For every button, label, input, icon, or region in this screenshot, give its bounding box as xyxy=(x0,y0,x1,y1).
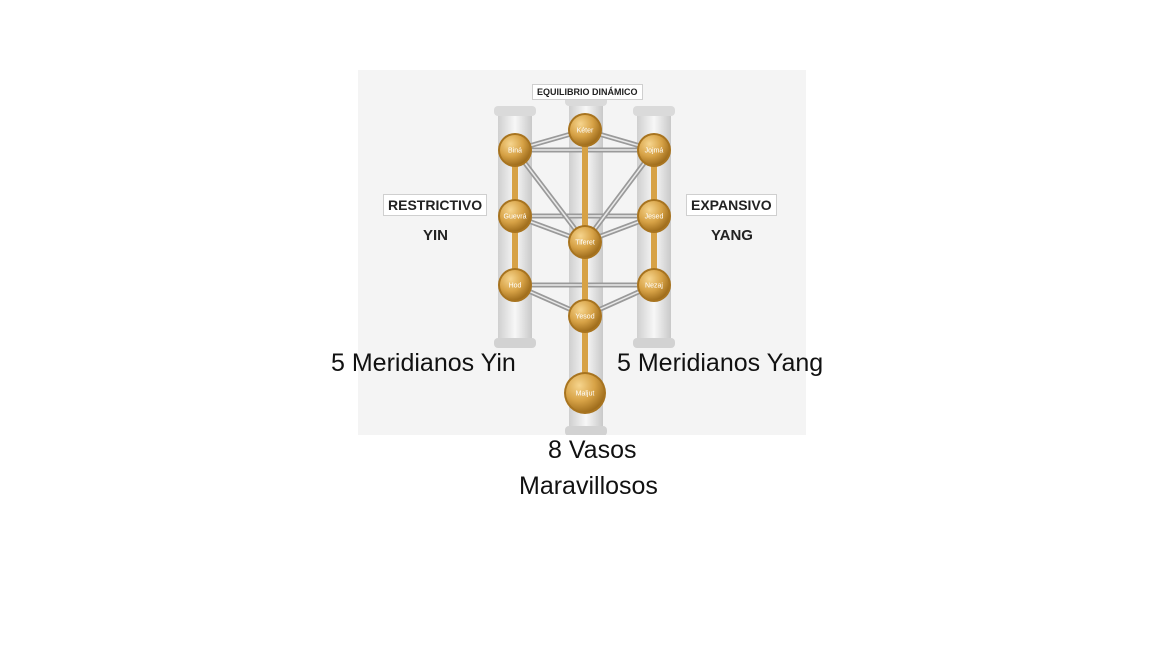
sefira-netzaj-sphere xyxy=(639,270,669,300)
sefira-hod-label: Hod xyxy=(509,283,522,290)
sefira-jesed-label: Jesed xyxy=(645,214,664,221)
sefira-hod: Hod xyxy=(498,268,532,302)
sefira-jesed-sphere xyxy=(639,201,669,231)
sefira-jesed: Jesed xyxy=(637,199,671,233)
sefira-keter: Kéter xyxy=(568,113,602,147)
sefira-guevura-sphere xyxy=(500,201,530,231)
sefira-bina-label: Biná xyxy=(508,148,522,155)
expansivo-label: EXPANSIVO xyxy=(686,194,777,216)
vessels-caption-line2: Maravillosos xyxy=(519,472,658,500)
sefira-guevura-label: Guevrá xyxy=(504,214,527,221)
sefira-jojma: Jojmá xyxy=(637,133,671,167)
yin-label: YIN xyxy=(423,227,449,244)
sefira-yesod-sphere xyxy=(570,301,600,331)
sefira-keter-sphere xyxy=(570,115,600,145)
sefira-netzaj-label: Nezaj xyxy=(645,283,663,290)
equilibrio-label: EQUILIBRIO DINÁMICO xyxy=(532,84,643,100)
restrictivo-label: RESTRICTIVO xyxy=(383,194,488,216)
right-pillar-capital xyxy=(633,106,675,116)
sefira-tiferet-sphere xyxy=(570,227,600,257)
sefira-maljut: Maljut xyxy=(564,372,606,414)
sefira-guevura: Guevrá xyxy=(498,199,532,233)
sefira-maljut-label: Maljut xyxy=(576,391,595,398)
sefira-bina-sphere xyxy=(500,135,530,165)
sefira-tiferet-label: Tiferet xyxy=(575,240,595,247)
yang-meridians-caption: 5 Meridianos Yang xyxy=(617,349,824,377)
sefira-yesod-label: Yesod xyxy=(575,314,594,321)
left-pillar-capital xyxy=(494,106,536,116)
path-highlight-jojma-tiferet xyxy=(584,149,655,243)
sefira-hod-sphere xyxy=(500,270,530,300)
yin-meridians-caption: 5 Meridianos Yin xyxy=(331,349,516,377)
path-highlight-bina-tiferet xyxy=(514,149,586,243)
vessels-caption-line1: 8 Vasos xyxy=(548,436,637,464)
sefira-bina: Biná xyxy=(498,133,532,167)
sefira-keter-label: Kéter xyxy=(577,128,594,135)
sefira-tiferet: Tiferet xyxy=(568,225,602,259)
yang-label: YANG xyxy=(711,227,753,244)
sefira-jojma-sphere xyxy=(639,135,669,165)
sefira-netzaj: Nezaj xyxy=(637,268,671,302)
sefira-yesod: Yesod xyxy=(568,299,602,333)
left-pillar-base xyxy=(494,338,536,348)
right-pillar-base xyxy=(633,338,675,348)
sefira-maljut-sphere xyxy=(566,374,604,412)
sefira-jojma-label: Jojmá xyxy=(645,148,664,155)
middle-pillar-base xyxy=(565,426,607,435)
